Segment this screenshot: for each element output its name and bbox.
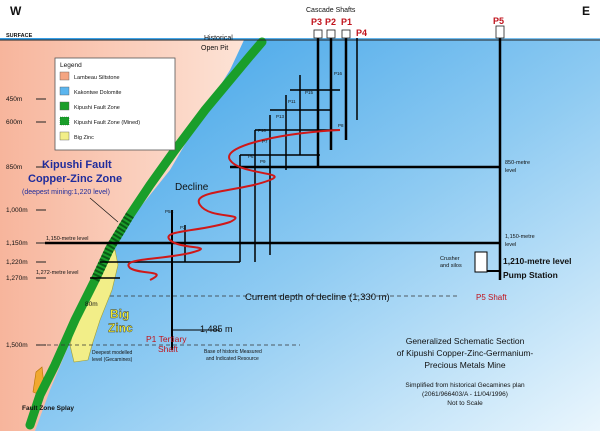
legend-item-label: Kipushi Fault Zone	[74, 105, 120, 111]
cascade-shafts-label: Cascade Shafts	[306, 7, 356, 14]
surface-label: SURFACE	[6, 33, 33, 39]
crusher-label-1: Crusher	[440, 256, 460, 262]
kipushi-fault-zone-mined	[90, 212, 134, 282]
legend	[54, 57, 176, 151]
raise-label: P7	[262, 139, 268, 144]
legend-title: Legend	[60, 62, 82, 69]
kipushi-fault-title-1: Kipushi Fault	[42, 159, 112, 171]
shafts	[171, 38, 502, 350]
source-line: (2061/966403/A - 11/04/1996)	[422, 391, 508, 398]
depth-label: 1,270m	[6, 275, 28, 282]
legend-item-label: Kakontwe Dolomite	[74, 90, 121, 96]
legend-swatch-fault	[59, 101, 70, 111]
base-resource-label-1: Base of historic Measured	[204, 349, 262, 355]
raise-label: P6	[248, 154, 254, 159]
depth-label: 450m	[6, 96, 22, 103]
legend-swatch-lambeau	[59, 71, 70, 81]
level-1150-right-2: level	[505, 242, 516, 248]
raise-label: P10	[258, 128, 267, 133]
p1-tertiary-label-2: Shaft	[158, 344, 178, 354]
dimension-80m: 80m	[85, 301, 98, 308]
crusher-silos-icon	[474, 251, 488, 273]
depth-label: 850m	[6, 164, 22, 171]
depth-label: 1,150m	[6, 240, 28, 247]
p1-tertiary-label-1: P1 Tertiary	[146, 334, 187, 344]
decline-label: Decline	[175, 182, 209, 193]
source-line: Not to Scale	[447, 400, 483, 407]
level-1150-right-1: 1,150-metre	[505, 234, 535, 240]
kipushi-fault-title-2: Copper-Zinc Zone	[28, 173, 122, 185]
headframes	[313, 25, 505, 39]
depth-label: 1,000m	[6, 207, 28, 214]
pump-station-label: Pump Station	[503, 270, 558, 280]
decline-spiral	[127, 129, 341, 281]
compass-east: E	[582, 4, 590, 18]
depth-label: 1,500m	[6, 342, 28, 349]
legend-swatch-bigzinc	[59, 131, 70, 141]
crusher-label-2: and silos	[440, 263, 462, 269]
level-1210-label: 1,210-metre level	[503, 256, 572, 266]
big-zinc-label-1: Big	[110, 307, 129, 321]
big-zinc-label-2: Zinc	[108, 321, 133, 335]
base-resource-label-2: and Indicated Resource	[206, 356, 259, 362]
level-850-label-1: 850-metre	[505, 160, 530, 166]
legend-item-label: Big Zinc	[74, 135, 94, 141]
deepest-mining-label: (deepest mining:1,220 level)	[22, 189, 110, 196]
kipushi-fault-leader	[89, 197, 119, 223]
legend-swatch-fault-mined	[59, 116, 70, 126]
raise-label: P16	[334, 71, 343, 76]
p5-shaft-label: P5 Shaft	[476, 293, 507, 302]
depth-label: 1,220m	[6, 259, 28, 266]
shaft-label-p1: P1	[341, 17, 352, 27]
depth-1485-label: 1,485 m	[200, 324, 233, 334]
raise-label: P8	[338, 123, 344, 128]
title-line: of Kipushi Copper-Zinc-Germanium-	[397, 348, 534, 358]
shaft-label-p4: P4	[356, 28, 367, 38]
raise-label: P13	[276, 114, 285, 119]
compass-west: W	[10, 4, 22, 18]
legend-swatch-kakontwe	[59, 86, 70, 96]
level-850-label-2: level	[505, 168, 516, 174]
legend-item-label: Lambeau Siltstone	[74, 75, 120, 81]
level-1272-label: 1,272-metre level	[36, 270, 79, 276]
legend-item-label: Kipushi Fault Zone (Mined)	[74, 120, 140, 126]
deepest-modelled-1: Deepest modelled	[92, 350, 133, 356]
shaft-label-p2: P2	[325, 17, 336, 27]
deepest-modelled-2: level (Gecamines)	[92, 357, 133, 363]
title-line: Precious Metals Mine	[424, 360, 506, 370]
raise-label: P11	[288, 99, 296, 104]
raise-label: P3	[180, 225, 186, 230]
raise-label: P5E	[165, 209, 174, 214]
shaft-label-p3: P3	[311, 17, 322, 27]
raise-label: P9	[260, 159, 266, 164]
raise-label: P15	[305, 90, 314, 95]
open-pit-label-2: Open Pit	[201, 45, 228, 52]
open-pit-label-1: Historical	[204, 35, 233, 42]
level-1150-left: 1,150-metre level	[46, 236, 89, 242]
depth-label: 600m	[6, 119, 22, 126]
mine-levels	[45, 89, 500, 279]
fault-zone-splay-label: Fault Zone Splay	[22, 405, 74, 412]
current-decline-label: Current depth of decline (1,330 m)	[245, 292, 390, 303]
depth-ticks	[36, 98, 46, 346]
title-line: Generalized Schematic Section	[406, 336, 525, 346]
source-line: Simplified from historical Gecamines pla…	[405, 382, 525, 389]
shaft-label-p5: P5	[493, 16, 504, 26]
